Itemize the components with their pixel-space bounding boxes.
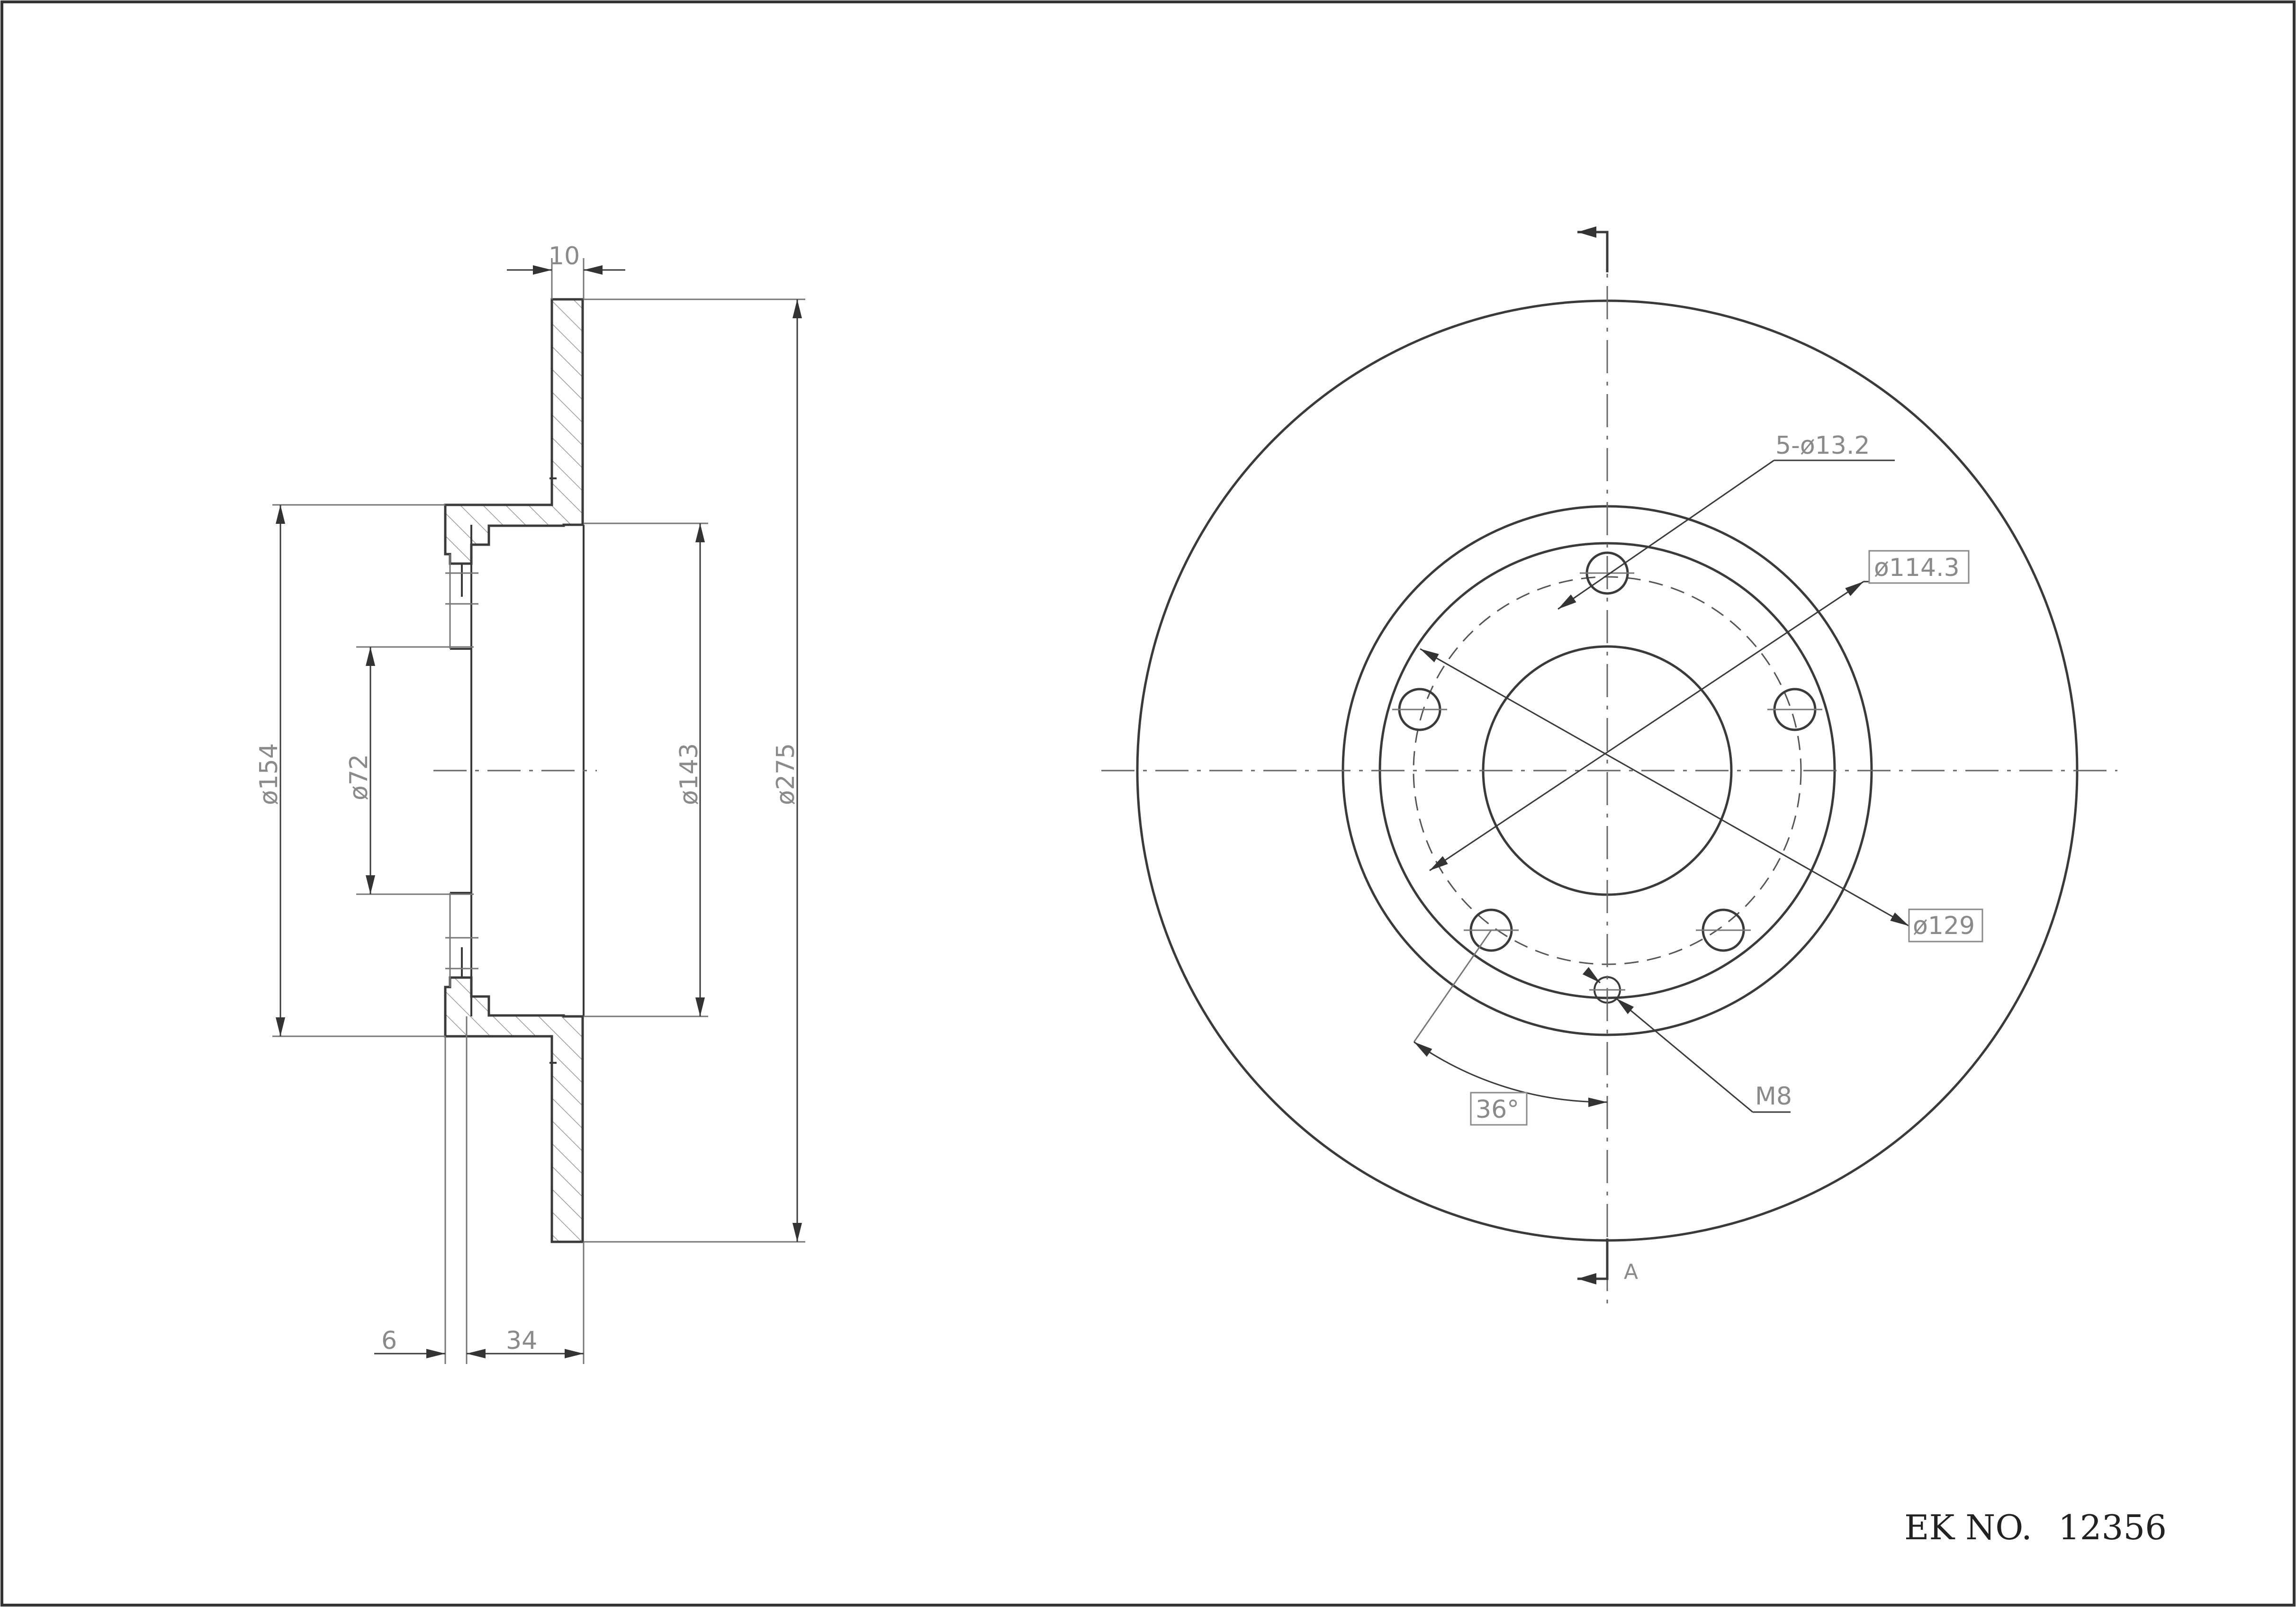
- dim-thickness-label: 10: [549, 242, 580, 270]
- pcd-label: ø114.3: [1874, 554, 1960, 582]
- title-block: EK NO. 12356: [1904, 1508, 2167, 1547]
- ek-no-label: EK NO.: [1904, 1508, 2032, 1547]
- thread-label: M8: [1755, 1082, 1792, 1111]
- d129-label: ø129: [1913, 912, 1975, 940]
- dim-72-label: ø72: [345, 754, 373, 800]
- angle-label: 36°: [1476, 1095, 1519, 1124]
- dim-hub-offset-label: 6: [381, 1327, 397, 1355]
- ek-number: 12356: [2058, 1508, 2167, 1547]
- angle-label-box: [1470, 1092, 1528, 1126]
- side-section-view: 10 6 34 ø154 ø72 ø143 ø275: [255, 242, 805, 1364]
- dim-275-label: ø275: [772, 743, 800, 805]
- section-arrow-bottom: [1577, 1239, 1609, 1280]
- bolt-holes-label: 5-ø13.2: [1775, 431, 1870, 460]
- d129-label-box: [1908, 908, 1983, 943]
- angle-arc: [1414, 1041, 1608, 1107]
- pcd-label-box: [1868, 550, 1970, 584]
- front-view: A 5-ø13.2 ø114.3 ø129 M8 36°: [1101, 226, 2117, 1307]
- dim-154-label: ø154: [255, 743, 283, 805]
- section-top-hatch: [444, 298, 584, 565]
- section-arrow-top: [1577, 231, 1609, 272]
- dim-hat-height-label: 34: [506, 1327, 537, 1355]
- section-label: A: [1624, 1260, 1638, 1284]
- dim-143-label: ø143: [675, 743, 703, 805]
